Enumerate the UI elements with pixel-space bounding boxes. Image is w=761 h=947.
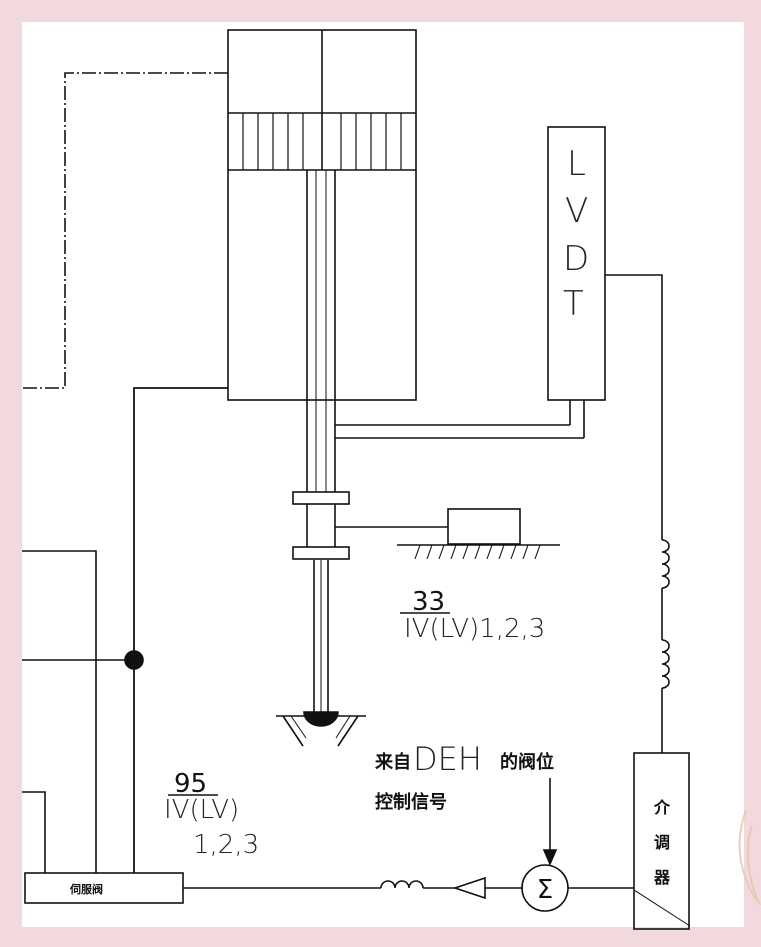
demodulator-box [633,752,690,930]
drain-line-dashed [22,72,228,389]
demodulator-char-1: 介 [653,798,671,817]
deh-label-deh: DEH [413,740,482,778]
piston-rod [292,170,350,712]
label-95-line2: 1,2,3 [193,830,259,860]
servo-valve-label: 伺服阀 [69,882,103,896]
lvdt-label: L V D T [563,144,589,324]
lvdt-letter-d: D [563,239,589,279]
deh-input-arrowhead [542,849,558,867]
deh-signal-label: 来自 DEH 的阀位 控制信号 [374,740,554,813]
label-33-number: 33 [412,587,445,617]
servo-valve-box [24,872,184,904]
label-95-number: 95 [174,769,207,799]
lvdt-box [547,126,606,401]
label-95-line1: IV(LV) [164,795,239,825]
demodulator-char-2: 调 [654,833,670,852]
deh-label-valve-position: 的阀位 [500,751,554,773]
label-33-text: IV(LV)1,2,3 [404,614,545,644]
diagram-paper [22,22,744,927]
lvdt-letter-v: V [565,191,588,231]
lvdt-letter-t: T [563,284,584,324]
amplifier-triangle [452,876,486,900]
summing-symbol: Σ [537,875,553,905]
actuator-cylinder [227,29,417,401]
spring-box [335,508,560,560]
piston-hatching [242,113,402,170]
demodulator-char-3: 器 [653,868,671,887]
hydraulic-lines [22,387,228,873]
deh-label-control-signal: 控制信号 [375,791,447,813]
valve-disc [303,711,339,727]
decorative-flourish [738,809,761,906]
lvdt-feedback-line [605,274,670,753]
lvdt-letter-l: L [567,144,586,184]
deh-label-from: 来自 [374,751,411,773]
output-coil [380,880,424,889]
junction-dot [124,650,144,670]
